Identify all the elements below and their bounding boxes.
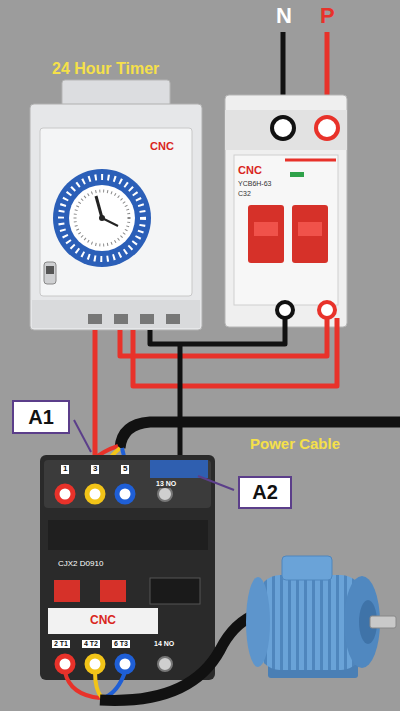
timer-device xyxy=(69,185,135,251)
circuit-breaker xyxy=(290,172,304,177)
contactor xyxy=(48,608,158,634)
timer-device xyxy=(166,314,180,324)
contactor xyxy=(54,580,80,602)
timer-device xyxy=(53,169,151,267)
contactor xyxy=(40,455,215,680)
circuit-breaker xyxy=(285,159,336,162)
motor-cable xyxy=(100,612,262,700)
cable-label: Power Cable xyxy=(250,436,340,453)
electric-motor xyxy=(246,556,396,678)
terminal-number: 3 xyxy=(91,465,99,474)
control-wire xyxy=(133,318,337,386)
contactor xyxy=(158,657,172,671)
electric-motor xyxy=(370,616,396,628)
contactor xyxy=(100,580,126,602)
circuit-breaker xyxy=(277,302,293,318)
contactor xyxy=(117,656,133,672)
terminal-number: 5 xyxy=(121,465,129,474)
circuit-breaker xyxy=(319,302,335,318)
circuit-breaker xyxy=(254,222,278,236)
timer-device xyxy=(46,266,54,274)
contactor xyxy=(87,656,103,672)
brand-mark: CNC xyxy=(238,164,262,176)
contactor xyxy=(117,486,133,502)
wire-label: N xyxy=(276,4,292,28)
circuit-breaker xyxy=(225,95,347,327)
leader-line xyxy=(198,476,234,490)
control-wire xyxy=(178,344,183,472)
motor-cable xyxy=(95,672,102,698)
contactor xyxy=(57,486,73,502)
electric-motor xyxy=(282,556,332,580)
circuit-breaker xyxy=(234,155,338,305)
terminal-number: 1 xyxy=(61,465,69,474)
model-number: CJX2 D0910 xyxy=(56,560,105,569)
timer-device xyxy=(140,314,154,324)
motor-cable xyxy=(104,672,125,698)
timer-device xyxy=(75,191,129,245)
control-wire xyxy=(93,330,98,470)
callout-box: A2 xyxy=(238,476,292,509)
contactor xyxy=(48,520,208,550)
timer-device xyxy=(30,80,202,330)
circuit-breaker xyxy=(298,222,322,236)
callout-label: A1 xyxy=(28,406,54,429)
callout-label: A2 xyxy=(252,481,278,504)
terminal-number: 14 NO xyxy=(152,640,176,648)
circuit-breaker xyxy=(225,95,347,327)
circuit-breaker xyxy=(272,117,294,139)
leader-line xyxy=(74,420,234,490)
leader-line xyxy=(74,420,91,452)
timer-device xyxy=(61,177,143,259)
timer-device xyxy=(44,262,56,284)
wire-label: P xyxy=(320,4,335,28)
timer-device xyxy=(40,128,192,296)
callout-box: A1 xyxy=(12,400,70,434)
timer-device xyxy=(88,314,102,324)
timer-device xyxy=(114,314,128,324)
timer-device xyxy=(99,215,105,221)
circuit-breaker xyxy=(292,205,328,263)
terminal-number: 13 NO xyxy=(154,480,178,488)
brand-mark: CNC xyxy=(90,614,116,627)
contactor xyxy=(158,487,172,501)
electric-motor xyxy=(246,577,270,667)
terminal-number: 4 T2 xyxy=(82,640,100,648)
timer-device xyxy=(96,196,102,218)
control-wire xyxy=(120,318,327,356)
circuit-breaker xyxy=(225,110,347,150)
contactor xyxy=(150,578,200,604)
motor-cable xyxy=(65,612,262,700)
model-number: YCB6H-63 xyxy=(238,180,271,188)
timer-device xyxy=(32,300,200,328)
brand-mark: CNC xyxy=(150,140,174,152)
contactor xyxy=(87,486,103,502)
circuit-breaker xyxy=(316,117,338,139)
terminal-number: 6 T3 xyxy=(112,640,130,648)
control-wire xyxy=(150,318,285,344)
contactor xyxy=(57,656,73,672)
device-title: 24 Hour Timer xyxy=(52,60,159,78)
contactor xyxy=(40,455,215,680)
terminal-number: 2 T1 xyxy=(52,640,70,648)
rating-label: C32 xyxy=(238,190,251,198)
contactor xyxy=(44,460,211,508)
circuit-breaker xyxy=(248,205,284,263)
contactor xyxy=(150,460,208,478)
timer-device xyxy=(30,104,202,330)
